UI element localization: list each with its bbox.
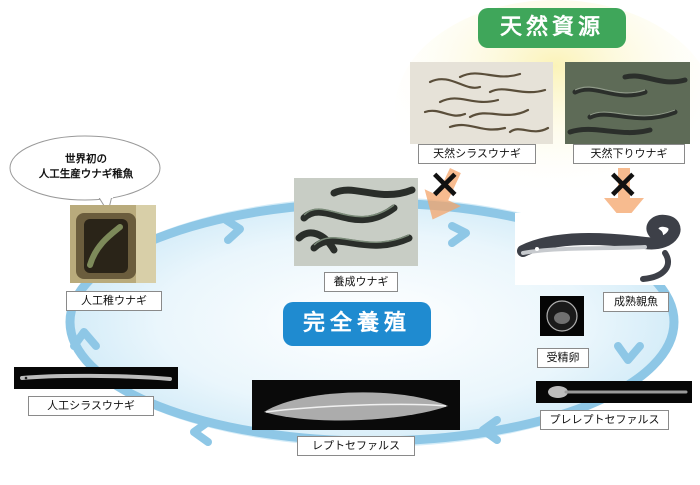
egg-image (540, 296, 584, 336)
mature-parent-photo (515, 213, 690, 285)
natural-glass-eel-label: 天然シラスウナギ (418, 144, 536, 164)
glass-eels-image (410, 62, 553, 144)
ring-arrow-3 (614, 342, 644, 364)
farmed-eels-image (294, 178, 418, 266)
artificial-glass-eel-photo (14, 367, 178, 389)
pre-leptocephalus-photo (536, 381, 692, 403)
mature-eel-image (517, 214, 681, 282)
ring-arrow-2 (448, 222, 470, 247)
complete-aquaculture-badge: 完全養殖 (283, 302, 431, 346)
ring-arrow-6 (70, 328, 100, 350)
glass-eel-arrow (424, 167, 461, 220)
leptocephalus-label: レプトセファルス (297, 436, 415, 456)
artificial-juvenile-photo (70, 205, 156, 283)
leptocephalus-photo (252, 380, 460, 430)
callout-line-1: 世界初の (65, 153, 107, 165)
ring-arrow-4 (479, 416, 501, 444)
ring-arrow-5 (190, 418, 212, 446)
artificial-juvenile-image (70, 205, 156, 283)
farmed-eel-label: 養成ウナギ (324, 272, 398, 292)
callout-bubble (9, 135, 161, 201)
natural-silver-eel-label: 天然下りウナギ (573, 144, 685, 164)
ring-arrow-1 (222, 216, 244, 244)
callout-line-2: 人工生産ウナギ稚魚 (38, 168, 134, 180)
fertilized-egg-label: 受精卵 (537, 348, 589, 368)
complete-aquaculture-title: 完全養殖 (302, 311, 411, 336)
silver-eel-x-mark: × (606, 161, 640, 207)
natural-glass-eel-photo (410, 62, 553, 144)
glass-eel-x-mark: × (428, 161, 462, 207)
artificial-glass-eel-image (14, 367, 178, 389)
silver-eels-image (565, 62, 690, 144)
farmed-eel-photo (294, 178, 418, 266)
pre-leptocephalus-image (536, 381, 692, 403)
pre-leptocephalus-label: プレレプトセファルス (540, 410, 669, 430)
natural-silver-eel-photo (565, 62, 690, 144)
natural-resources-badge: 天然資源 (478, 8, 626, 48)
artificial-glass-eel-label: 人工シラスウナギ (28, 396, 154, 416)
leptocephalus-image (252, 380, 460, 430)
fertilized-egg-photo (540, 296, 584, 336)
callout-text: 世界初の 人工生産ウナギ稚魚 (18, 152, 154, 182)
natural-resources-title: 天然資源 (499, 15, 604, 40)
silver-eel-arrow (604, 168, 644, 222)
mature-parent-label: 成熟親魚 (603, 292, 669, 312)
artificial-juvenile-label: 人工稚ウナギ (66, 291, 162, 311)
